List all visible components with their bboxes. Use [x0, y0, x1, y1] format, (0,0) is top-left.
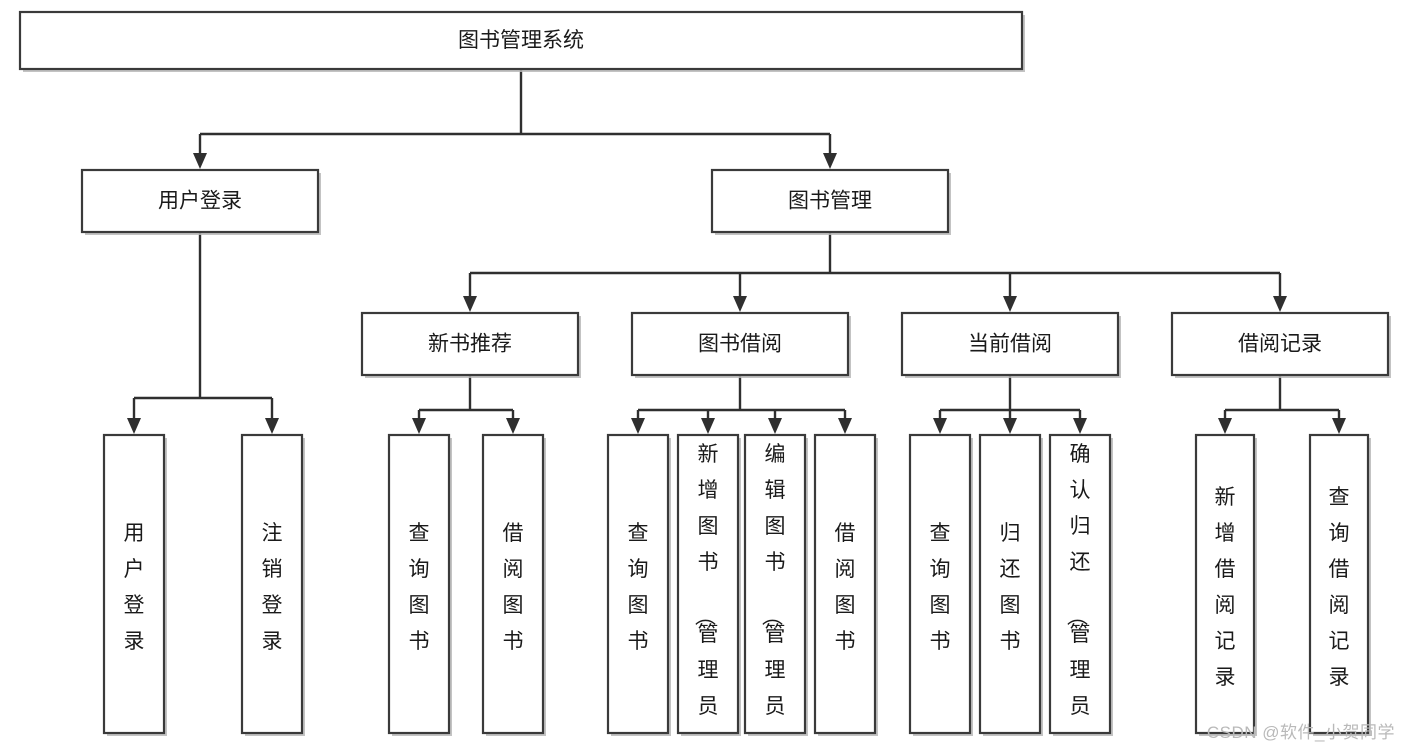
node-label: 查询图书: [930, 522, 951, 653]
node-rect[interactable]: [360, 311, 580, 377]
node-leaf-query-borrow-record[interactable]: 查询借阅记录: [1308, 433, 1371, 736]
node-rect[interactable]: [900, 311, 1120, 377]
connector-arrowhead: [933, 418, 947, 434]
node-current-borrow[interactable]: 当前借阅: [900, 311, 1121, 378]
connector-arrowhead: [733, 296, 747, 312]
connector-arrowhead: [631, 418, 645, 434]
connector-arrowhead: [701, 418, 715, 434]
node-label: 新增借阅记录: [1215, 486, 1236, 689]
connector-arrowhead: [1332, 418, 1346, 434]
node-rect[interactable]: [240, 433, 304, 735]
connector-arrowhead: [768, 418, 782, 434]
node-new-book-recommend[interactable]: 新书推荐: [360, 311, 581, 378]
node-leaf-borrow-book-new[interactable]: 借阅图书: [481, 433, 546, 736]
node-label: 新书推荐: [428, 333, 512, 356]
node-rect[interactable]: [606, 433, 670, 735]
node-leaf-query-book-current[interactable]: 查询图书: [908, 433, 973, 736]
node-borrow-record[interactable]: 借阅记录: [1170, 311, 1391, 378]
node-label: 借阅记录: [1238, 333, 1322, 356]
node-rect[interactable]: [1170, 311, 1390, 377]
node-label: 查询图书: [628, 522, 649, 653]
connector-arrowhead: [1003, 418, 1017, 434]
node-rect[interactable]: [481, 433, 545, 735]
connector-arrowhead: [265, 418, 279, 434]
connector-arrowhead: [193, 153, 207, 169]
node-leaf-query-book-new[interactable]: 查询图书: [387, 433, 452, 736]
node-rect[interactable]: [676, 433, 740, 735]
connector-arrowhead: [838, 418, 852, 434]
node-label: 用户登录: [158, 190, 242, 213]
connector-arrowhead: [412, 418, 426, 434]
node-rect[interactable]: [1048, 433, 1112, 735]
node-label: 查询图书: [409, 522, 430, 653]
node-leaf-user-logout[interactable]: 注销登录: [240, 433, 305, 736]
connectors-layer: [127, 69, 1346, 434]
node-label: 图书借阅: [698, 333, 782, 356]
connector-arrowhead: [1273, 296, 1287, 312]
node-rect[interactable]: [813, 433, 877, 735]
node-root[interactable]: 图书管理系统: [18, 10, 1025, 72]
node-leaf-return-book[interactable]: 归还图书: [978, 433, 1043, 736]
node-user-login[interactable]: 用户登录: [80, 168, 321, 235]
watermark-label: CSDN @软件_小贺同学: [1206, 723, 1395, 742]
node-leaf-user-login[interactable]: 用户登录: [102, 433, 167, 736]
node-rect[interactable]: [630, 311, 850, 377]
node-label: 确认归还（管理员）: [1065, 443, 1091, 747]
node-rect[interactable]: [908, 433, 972, 735]
node-rect[interactable]: [743, 433, 807, 735]
nodes-layer: 图书管理系统用户登录图书管理新书推荐图书借阅当前借阅借阅记录用户登录注销登录查询…: [18, 10, 1391, 747]
node-rect[interactable]: [18, 10, 1024, 71]
node-leaf-confirm-return-admin[interactable]: 确认归还（管理员）: [1048, 433, 1113, 747]
node-label: 用户登录: [124, 522, 145, 653]
node-leaf-query-book-borrow[interactable]: 查询图书: [606, 433, 671, 736]
node-label: 借阅图书: [835, 522, 856, 653]
node-leaf-borrow-book[interactable]: 借阅图书: [813, 433, 878, 736]
node-rect[interactable]: [387, 433, 451, 735]
node-leaf-add-book-admin[interactable]: 新增图书（管理员）: [676, 433, 741, 747]
node-label: 查询借阅记录: [1329, 486, 1350, 689]
node-label: 新增图书（管理员）: [693, 443, 719, 747]
node-label: 当前借阅: [968, 333, 1052, 356]
node-rect[interactable]: [1194, 433, 1256, 735]
node-rect[interactable]: [710, 168, 950, 234]
node-label: 编辑图书（管理员）: [760, 443, 786, 747]
connector-arrowhead: [1073, 418, 1087, 434]
node-leaf-edit-book-admin[interactable]: 编辑图书（管理员）: [743, 433, 808, 747]
node-label: 归还图书: [1000, 522, 1021, 653]
node-book-borrow[interactable]: 图书借阅: [630, 311, 851, 378]
connector-arrowhead: [1003, 296, 1017, 312]
node-rect[interactable]: [102, 433, 166, 735]
connector-arrowhead: [506, 418, 520, 434]
node-rect[interactable]: [80, 168, 320, 234]
node-label: 图书管理: [788, 190, 872, 213]
node-label: 借阅图书: [503, 522, 524, 653]
node-label: 注销登录: [262, 522, 283, 653]
node-rect[interactable]: [978, 433, 1042, 735]
node-book-management[interactable]: 图书管理: [710, 168, 951, 235]
connector-arrowhead: [127, 418, 141, 434]
connector-arrowhead: [823, 153, 837, 169]
connector-arrowhead: [1218, 418, 1232, 434]
connector-arrowhead: [463, 296, 477, 312]
node-leaf-add-borrow-record[interactable]: 新增借阅记录: [1194, 433, 1257, 736]
node-label: 图书管理系统: [458, 29, 584, 52]
node-rect[interactable]: [1308, 433, 1370, 735]
